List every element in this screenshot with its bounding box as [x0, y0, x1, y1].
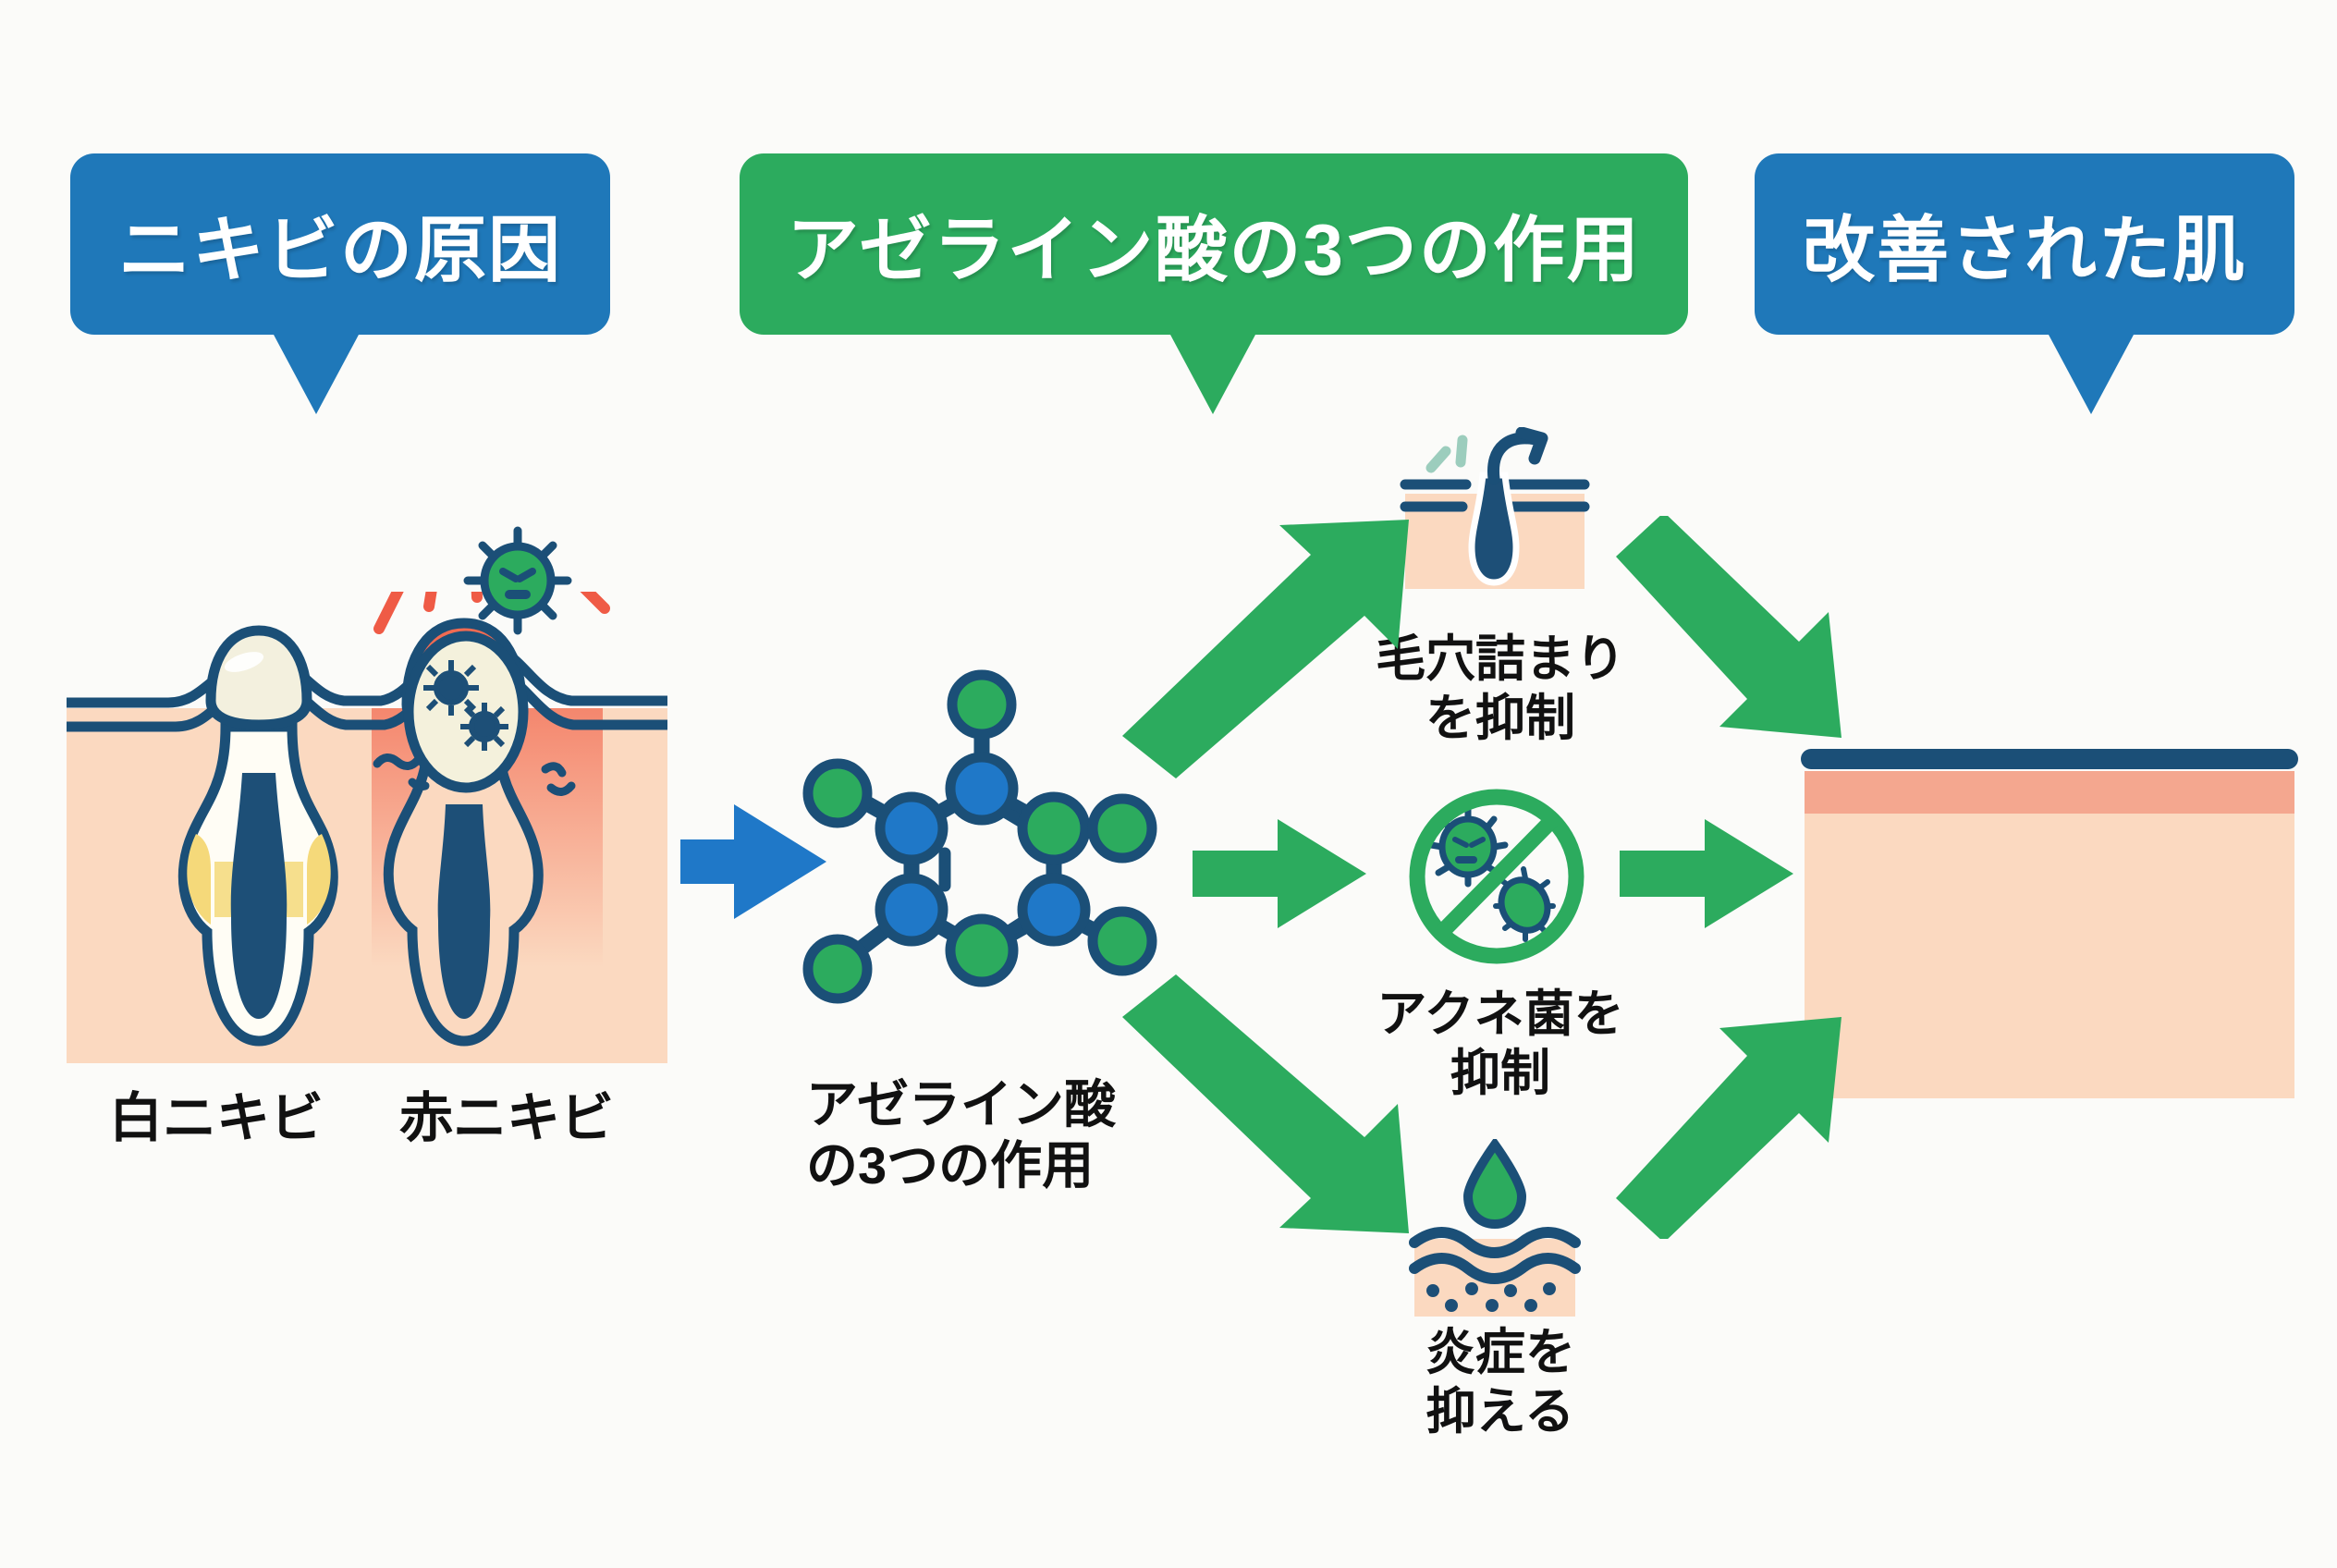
- arrow-up-right-green-icon: [1616, 1017, 1841, 1239]
- soothe-inflammation-icon: [1409, 1139, 1581, 1317]
- molecule-caption: アゼライン酸 の3つの作用: [806, 1075, 1116, 1195]
- effect-inflammation-caption: 炎症を 抑える: [1425, 1325, 1575, 1439]
- banner-tail-icon: [1170, 335, 1255, 414]
- effect-bacteria-caption: アクネ菌を 抑制: [1377, 986, 1624, 1101]
- azelaic-acid-molecule-icon: [802, 669, 1157, 1004]
- banner-azelaic-actions: アゼライン酸の3つの作用: [740, 153, 1688, 414]
- banner-acne-causes: ニキビの原因: [70, 153, 610, 414]
- banner-azelaic-actions-label: アゼライン酸の3つの作用: [787, 209, 1641, 290]
- banner-improved-skin: 改善された肌: [1755, 153, 2294, 414]
- arrow-right-green-icon: [1193, 819, 1366, 928]
- arrow-down-right-green-icon: [1122, 974, 1409, 1233]
- banner-acne-causes-label: ニキビの原因: [117, 209, 562, 290]
- bacteria-squiggle-icon: [373, 753, 576, 796]
- acne-red-label: 赤ニキビ: [399, 1088, 615, 1148]
- arrow-right-green-icon: [1620, 819, 1793, 928]
- arrow-right-blue-icon: [680, 804, 826, 919]
- pore-unclog-icon: [1400, 427, 1590, 589]
- no-bacteria-icon: [1409, 789, 1585, 964]
- arrow-up-right-green-icon: [1122, 520, 1409, 778]
- germ-cluster-icon: [423, 660, 508, 751]
- arrow-down-right-green-icon: [1616, 516, 1841, 738]
- acne-skin-cross-section-icon: [67, 592, 667, 1063]
- angry-germ-icon: [463, 526, 572, 635]
- acne-white-label: 白ニキビ: [109, 1088, 324, 1148]
- healthy-skin-panel-icon: [1801, 749, 2298, 1098]
- banner-tail-icon: [274, 335, 359, 414]
- banner-tail-icon: [2049, 335, 2134, 414]
- effect-pore-caption: 毛穴詰まり を抑制: [1376, 631, 1625, 746]
- irritation-lines-icon: [373, 592, 610, 634]
- germ-small-icon: [1493, 866, 1556, 942]
- banner-improved-skin-label: 改善された肌: [1802, 209, 2246, 290]
